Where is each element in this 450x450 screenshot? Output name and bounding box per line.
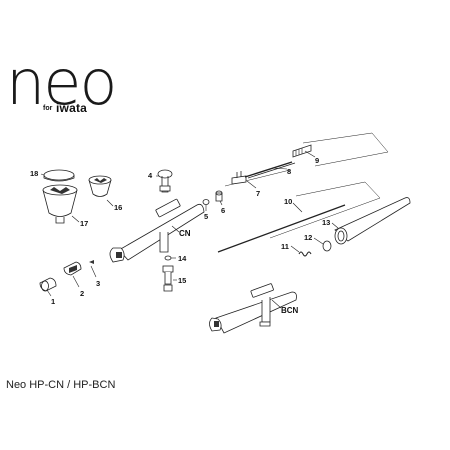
part-1-needle-cap (39, 277, 57, 292)
label-part-12: 12 (304, 233, 312, 242)
label-part-15: 15 (178, 276, 186, 285)
part-5-o-ring (202, 199, 210, 205)
label-part-17: 17 (80, 219, 88, 228)
label-part-16: 16 (114, 203, 122, 212)
part-8-spring-guide (244, 161, 296, 179)
part-18-cup-lid (43, 169, 75, 182)
part-14-washer (164, 255, 172, 261)
label-body-cn: CN (179, 229, 191, 238)
label-part-8: 8 (287, 167, 291, 176)
label-part-7: 7 (256, 189, 260, 198)
label-part-1: 1 (51, 297, 55, 306)
part-17-large-cup (42, 184, 78, 224)
part-13-handle (334, 197, 411, 245)
logo-brand-text: iwata (56, 101, 88, 115)
guide-lines (224, 132, 389, 239)
part-11-spring (298, 251, 312, 257)
part-10-needle (217, 204, 346, 253)
label-part-11: 11 (281, 242, 289, 251)
leader-lines (40, 150, 339, 309)
part-15-air-valve (162, 265, 174, 292)
label-part-4: 4 (148, 171, 153, 180)
label-part-18: 18 (30, 169, 38, 178)
label-part-14: 14 (178, 254, 187, 263)
label-part-2: 2 (80, 289, 84, 298)
label-part-5: 5 (204, 212, 208, 221)
part-16-small-cup (88, 175, 112, 197)
model-caption: Neo HP-CN / HP-BCN (6, 379, 116, 391)
label-part-10: 10 (284, 197, 292, 206)
body-cn (109, 198, 205, 263)
label-part-3: 3 (96, 279, 100, 288)
part-3-nozzle (89, 260, 94, 264)
label-part-13: 13 (322, 218, 330, 227)
part-4-lever (157, 169, 173, 193)
body-bcn (209, 283, 297, 334)
part-7-chucking-guide (231, 171, 247, 185)
part-6-packing-screw (215, 190, 223, 202)
logo-for-text: for (43, 105, 53, 112)
part-12-o-ring (322, 240, 332, 252)
label-part-9: 9 (315, 156, 319, 165)
label-part-6: 6 (221, 206, 225, 215)
logo-wordmark: neo (6, 46, 117, 119)
part-9-end-nut (292, 144, 312, 158)
label-body-bcn: BCN (281, 306, 299, 315)
part-2-nozzle-cap (63, 261, 82, 276)
